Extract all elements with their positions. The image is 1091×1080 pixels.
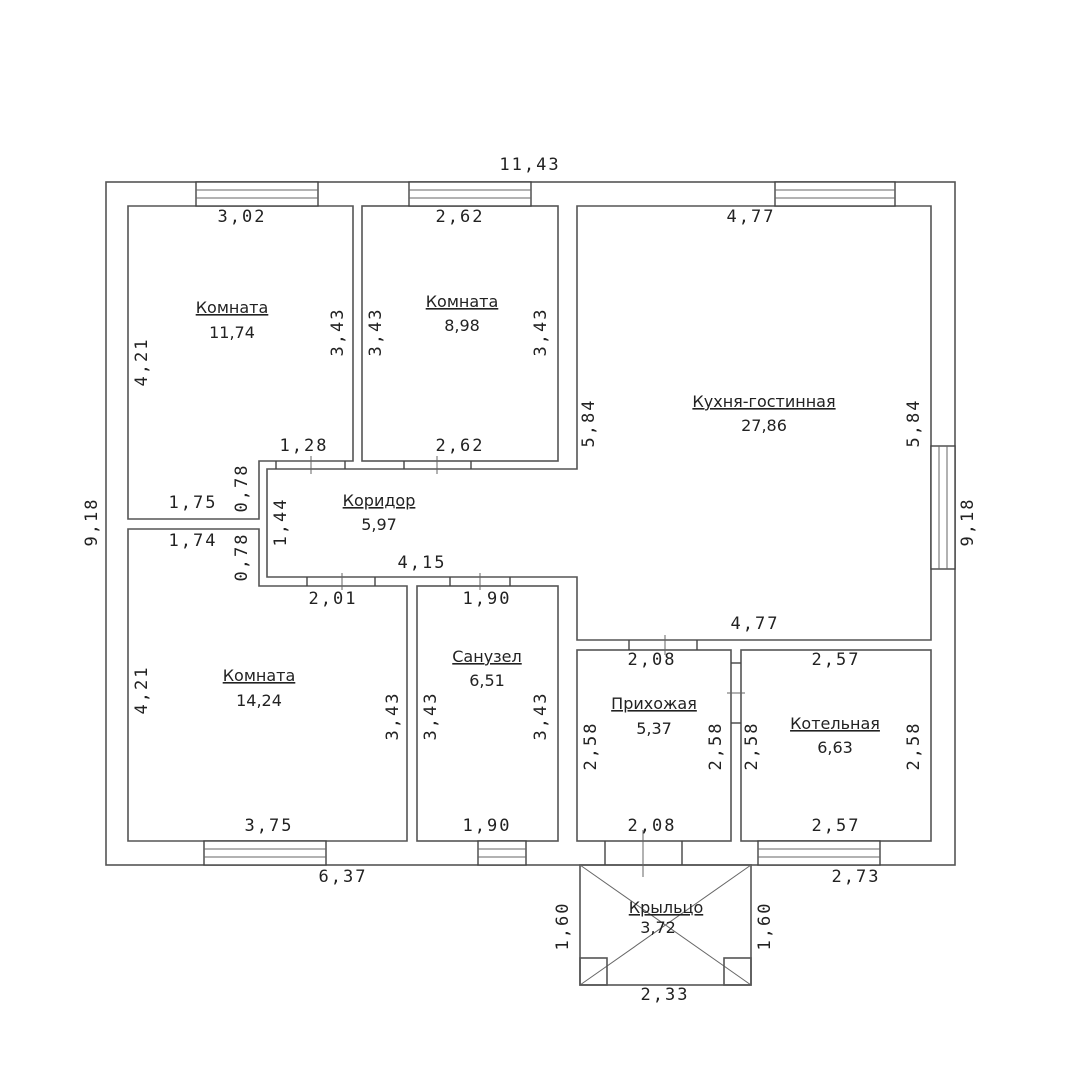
dimension-label: 1,60: [755, 902, 775, 951]
room-area: 6,51: [469, 671, 505, 690]
dimension-label: 9,18: [82, 498, 102, 547]
dimension-label: 4,21: [132, 338, 152, 387]
dimension-label: 2,62: [436, 207, 485, 227]
dimension-label: 9,18: [958, 498, 978, 547]
dimension-label: 1,28: [280, 436, 329, 456]
dimension-label: 4,21: [132, 666, 152, 715]
dimension-label: 5,84: [579, 399, 599, 448]
dimension-label: 2,33: [641, 985, 690, 1005]
room-labels: Комната 11,74 Комната 8,98 Кухня-гостинн…: [196, 292, 880, 937]
room-outline-bedroom-1: [127, 205, 354, 520]
room-outline-kitchen-corridor: [266, 205, 932, 641]
dimension-label: 1,44: [271, 498, 291, 547]
dimension-label: 2,08: [628, 816, 677, 836]
room-name: Санузел: [452, 647, 521, 666]
window-icon: [195, 181, 319, 207]
dimension-label: 2,57: [812, 650, 861, 670]
window-icon: [774, 181, 896, 207]
dimension-label: 2,58: [742, 722, 762, 771]
dimension-label: 3,43: [366, 308, 386, 357]
dimension-label: 1,74: [169, 531, 218, 551]
room-area: 14,24: [236, 691, 282, 710]
dimension-label: 4,15: [398, 553, 447, 573]
dimension-label: 2,57: [812, 816, 861, 836]
room-area: 6,63: [817, 738, 853, 757]
porch: [579, 864, 752, 986]
dimension-label: 1,60: [553, 902, 573, 951]
door-icon: [628, 635, 698, 655]
walls: [105, 181, 956, 986]
room-area: 27,86: [741, 416, 787, 435]
room-outline-hallway: [576, 649, 732, 842]
dimension-label: 3,43: [383, 692, 403, 741]
dimension-label: 1,90: [463, 816, 512, 836]
dimension-label: 3,43: [531, 692, 551, 741]
door-icon: [403, 456, 472, 474]
window-icon: [930, 445, 956, 570]
dimension-label: 5,84: [904, 399, 924, 448]
room-name: Кухня-гостинная: [692, 392, 835, 411]
dimension-label: 0,78: [232, 533, 252, 582]
dimension-label: 2,58: [706, 722, 726, 771]
room-name: Прихожая: [611, 694, 697, 713]
dimension-label: 2,58: [904, 722, 924, 771]
window-icon: [757, 840, 881, 866]
door-icon: [727, 662, 745, 724]
outer-wall: [105, 181, 956, 866]
windows: [195, 181, 956, 866]
room-name: Коридор: [343, 491, 416, 510]
dimension-label: 1,75: [169, 493, 218, 513]
dimension-label: 2,73: [832, 867, 881, 887]
room-name: Комната: [426, 292, 499, 311]
room-area: 5,37: [636, 719, 672, 738]
dimension-label: 3,02: [218, 207, 267, 227]
door-icon: [449, 573, 511, 590]
room-area: 11,74: [209, 323, 255, 342]
room-name: Котельная: [790, 714, 880, 733]
dimension-label: 6,37: [319, 867, 368, 887]
door-icon: [306, 573, 376, 590]
dimension-label: 11,43: [499, 155, 560, 175]
dimension-label: 3,75: [245, 816, 294, 836]
room-name: Комната: [196, 298, 269, 317]
doors: [275, 456, 745, 877]
window-icon: [203, 840, 327, 866]
room-name: Крыльцо: [629, 898, 703, 917]
dimension-label: 1,90: [463, 589, 512, 609]
room-area: 5,97: [361, 515, 397, 534]
room-outline-bedroom-3: [127, 528, 408, 842]
window-icon: [477, 840, 527, 866]
dimension-label: 2,08: [628, 650, 677, 670]
room-area: 3,72: [640, 918, 676, 937]
dimension-label: 4,77: [727, 207, 776, 227]
dimension-label: 2,01: [309, 589, 358, 609]
dimension-label: 2,62: [436, 436, 485, 456]
dimension-label: 2,58: [581, 722, 601, 771]
dimension-label: 3,43: [531, 308, 551, 357]
door-icon: [604, 830, 683, 877]
room-area: 8,98: [444, 316, 480, 335]
dimension-label: 3,43: [328, 308, 348, 357]
dimension-labels: 11,43 3,02 2,62 4,77 4,21 3,43 3,43 3,43…: [82, 155, 978, 1005]
room-name: Комната: [223, 666, 296, 685]
dimension-label: 0,78: [232, 464, 252, 513]
dimension-label: 3,43: [421, 692, 441, 741]
window-icon: [408, 181, 532, 207]
door-icon: [275, 456, 346, 474]
dimension-label: 4,77: [731, 614, 780, 634]
